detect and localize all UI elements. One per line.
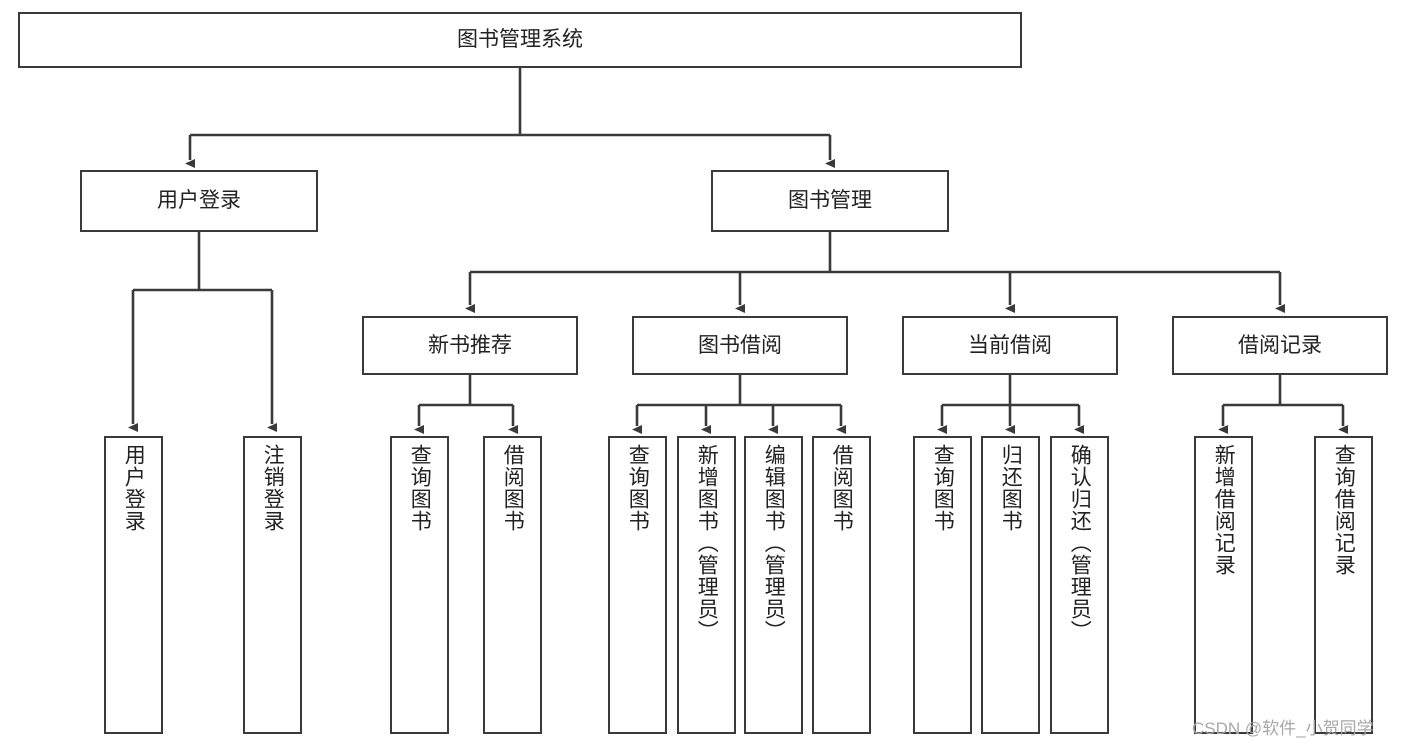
- node-label: 借阅图书: [830, 444, 854, 532]
- node-label: 图书管理系统: [457, 28, 583, 52]
- node-label: 注销登录: [261, 444, 285, 532]
- leaf-logout[interactable]: 注销登录: [243, 436, 302, 734]
- leaf-user-login[interactable]: 用户登录: [104, 436, 163, 734]
- node-label: 借阅记录: [1238, 333, 1322, 357]
- leaf-query-book-current[interactable]: 查询图书: [913, 436, 972, 734]
- node-label: 查询借阅记录: [1332, 444, 1356, 576]
- watermark-text: CSDN @软件_小贺同学: [1192, 719, 1374, 738]
- node-label: 新增借阅记录: [1212, 444, 1236, 576]
- node-new-book-recommend[interactable]: 新书推荐: [362, 316, 578, 375]
- node-book-manage[interactable]: 图书管理: [711, 170, 949, 232]
- node-borrow-record[interactable]: 借阅记录: [1172, 316, 1388, 375]
- node-label: 当前借阅: [968, 333, 1052, 357]
- node-label: 图书管理: [788, 189, 872, 213]
- node-user-login[interactable]: 用户登录: [80, 170, 318, 232]
- node-label: 用户登录: [122, 444, 146, 532]
- leaf-query-book-recommend[interactable]: 查询图书: [390, 436, 449, 734]
- leaf-borrow-book[interactable]: 借阅图书: [812, 436, 871, 734]
- node-book-borrow[interactable]: 图书借阅: [632, 316, 848, 375]
- leaf-add-borrow-record[interactable]: 新增借阅记录: [1194, 436, 1253, 734]
- node-label: 新增图书（管理员）: [695, 444, 719, 642]
- leaf-return-book[interactable]: 归还图书: [981, 436, 1040, 734]
- leaf-borrow-book-recommend[interactable]: 借阅图书: [483, 436, 542, 734]
- node-label: 查询图书: [931, 444, 955, 532]
- node-current-borrow[interactable]: 当前借阅: [902, 316, 1118, 375]
- leaf-query-borrow-record[interactable]: 查询借阅记录: [1314, 436, 1373, 734]
- node-label: 确认归还（管理员）: [1068, 444, 1092, 642]
- node-label: 借阅图书: [501, 444, 525, 532]
- node-label: 用户登录: [157, 189, 241, 213]
- node-label: 归还图书: [999, 444, 1023, 532]
- leaf-add-book-admin[interactable]: 新增图书（管理员）: [677, 436, 736, 734]
- leaf-edit-book-admin[interactable]: 编辑图书（管理员）: [744, 436, 803, 734]
- leaf-confirm-return-admin[interactable]: 确认归还（管理员）: [1050, 436, 1109, 734]
- node-label: 查询图书: [408, 444, 432, 532]
- leaf-query-book-borrow[interactable]: 查询图书: [608, 436, 667, 734]
- node-label: 编辑图书（管理员）: [762, 444, 786, 642]
- node-label: 图书借阅: [698, 333, 782, 357]
- node-label: 新书推荐: [428, 333, 512, 357]
- node-label: 查询图书: [626, 444, 650, 532]
- node-root-system[interactable]: 图书管理系统: [18, 12, 1022, 68]
